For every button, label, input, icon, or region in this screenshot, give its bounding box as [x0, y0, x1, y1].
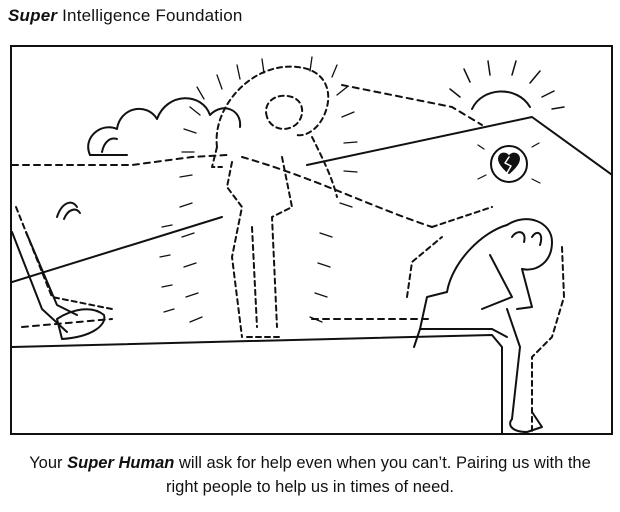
dashed-path-left [12, 154, 228, 166]
ghost-helper-figure [211, 65, 338, 338]
caption-emphasis: Super Human [67, 454, 175, 472]
caption-line-1: Your Super Human will ask for help even … [0, 451, 620, 475]
sun-icon [449, 60, 565, 110]
cliff-ledge [12, 334, 503, 433]
broken-heart-icon [477, 142, 541, 184]
dashed-path-mid [241, 156, 433, 228]
illustration [12, 56, 611, 433]
caption-line1-rest: will ask for help even when you can’t. P… [174, 454, 591, 472]
walking-leg [12, 206, 113, 340]
hill-right [306, 116, 611, 176]
page-header: Super Intelligence Foundation [8, 6, 243, 26]
brand-bold: Super [8, 6, 58, 25]
brand-rest: Intelligence Foundation [57, 6, 243, 25]
dashed-path-sky [341, 84, 483, 126]
cloud-icon [87, 97, 242, 156]
caption-line-2: right people to help us in times of need… [165, 478, 455, 496]
glow-rays [159, 56, 358, 323]
sad-sitting-person [406, 206, 565, 433]
illustration-panel [10, 45, 613, 435]
shrub [56, 201, 81, 220]
caption: Your Super Human will ask for help even … [0, 451, 620, 499]
cliff-edge-dash [21, 318, 433, 328]
hill-left [12, 216, 223, 283]
caption-prefix: Your [29, 454, 68, 472]
